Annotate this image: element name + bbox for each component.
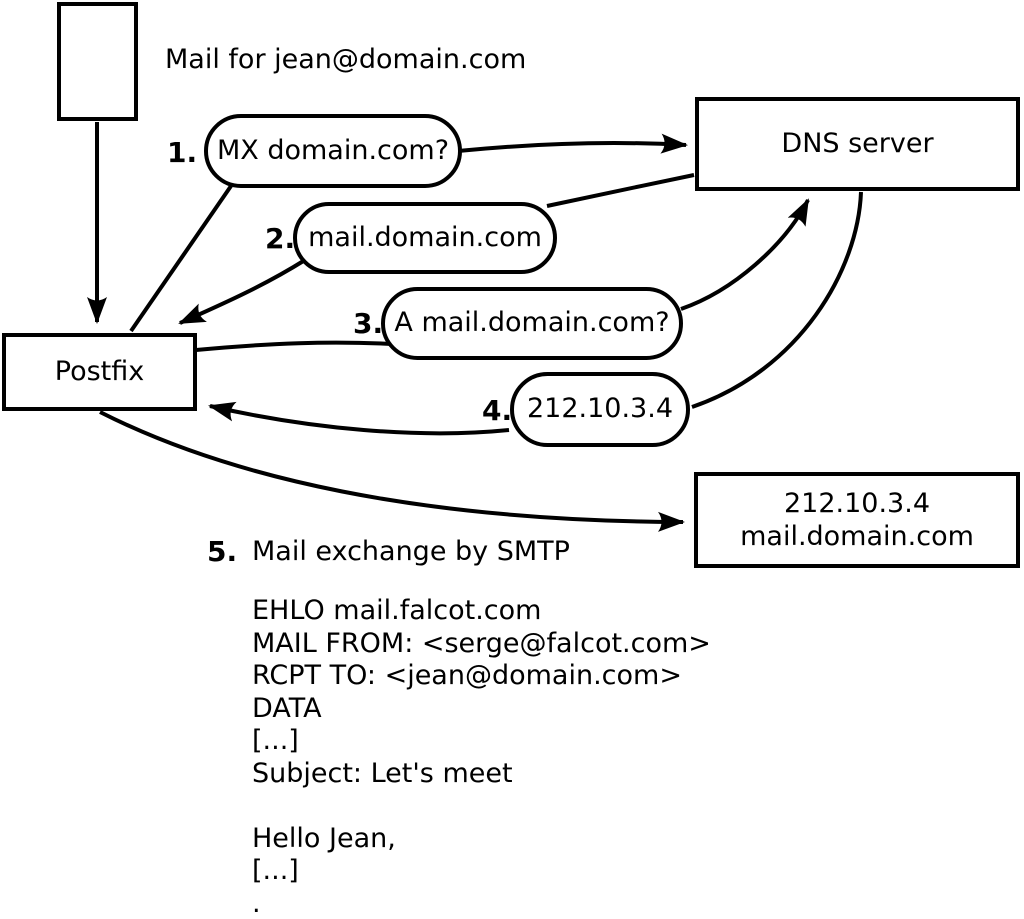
step-bubble-3: A mail.domain.com?: [381, 287, 683, 360]
step-label-4: 212.10.3.4: [527, 393, 673, 425]
arrow-bubble1-to-dns: [457, 133, 688, 154]
envelope-icon: [57, 2, 138, 121]
line-dns-to-bubble4: [691, 191, 863, 409]
step-label-5: Mail exchange by SMTP: [252, 536, 570, 567]
step-label-3: A mail.domain.com?: [394, 307, 670, 339]
dns-server-node: DNS server: [695, 97, 1020, 191]
arrow-bubble2-to-postfix: [178, 258, 307, 325]
step-number-3: 3.: [353, 307, 384, 340]
postfix-label: Postfix: [54, 355, 145, 387]
arrow-bubble4-to-postfix: [208, 401, 510, 436]
step-label-1: MX domain.com?: [216, 134, 450, 166]
step-label-2: mail.domain.com: [308, 221, 542, 253]
step-bubble-1: MX domain.com?: [204, 114, 462, 188]
step-number-1: 1.: [167, 136, 198, 169]
smtp-transcript: EHLO mail.falcot.com MAIL FROM: <serge@f…: [252, 595, 711, 919]
postfix-node: Postfix: [2, 333, 197, 411]
step-number-2: 2.: [265, 222, 296, 255]
line-postfix-to-bubble3: [195, 340, 393, 352]
step-bubble-2: mail.domain.com: [293, 202, 557, 274]
step-number-4: 4.: [482, 394, 513, 427]
step-number-5: 5.: [207, 535, 238, 568]
mail-server-hostname: mail.domain.com: [740, 521, 974, 552]
mail-server-node: 212.10.3.4 mail.domain.com: [694, 472, 1020, 568]
line-dns-to-bubble2: [546, 173, 695, 208]
arrow-postfix-to-mailserver: [99, 410, 685, 532]
mail-note: Mail for jean@domain.com: [165, 44, 527, 75]
step-bubble-4: 212.10.3.4: [510, 372, 690, 447]
line-postfix-to-bubble1: [129, 184, 233, 333]
arrow-bubble3-to-dns: [680, 198, 810, 311]
dns-server-label: DNS server: [781, 127, 934, 159]
mail-server-ip: 212.10.3.4: [784, 488, 930, 519]
